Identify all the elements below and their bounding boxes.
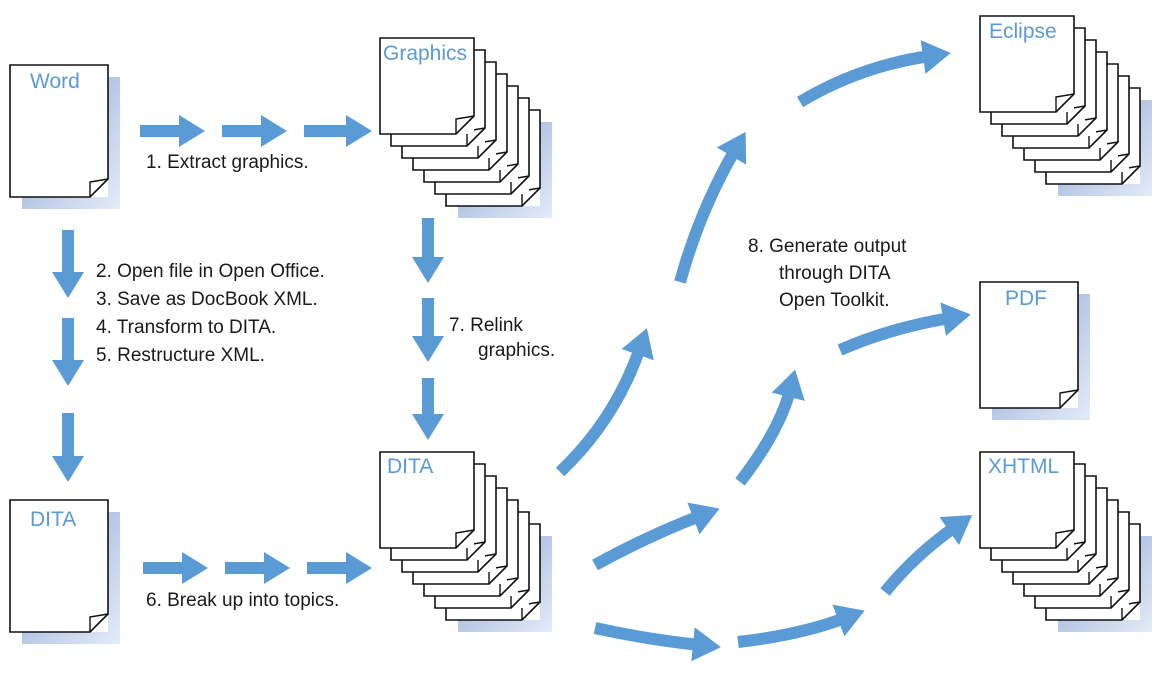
arrow-to-pdf-2-shaft — [735, 388, 796, 486]
arrow-to-xhtml-3-head — [939, 514, 973, 545]
arrow-to-eclipse-1-shaft — [555, 346, 646, 477]
arrow-to-eclipse-3-head — [920, 40, 951, 74]
arrow-to-xhtml-1-head — [691, 627, 721, 662]
arrow-to-eclipse-2-shaft — [674, 146, 741, 284]
xhtml-stack — [979, 451, 1152, 632]
arrow-to-xhtml-2-shaft — [737, 612, 848, 648]
arrow-to-pdf-1-shaft — [592, 510, 703, 571]
step-8-label-line2: through DITA — [779, 263, 891, 284]
arrow-to-eclipse-1-head — [621, 328, 654, 361]
word-document — [9, 64, 120, 209]
xhtml-stack-page-1 — [979, 451, 1075, 549]
arrow-extract-3 — [304, 115, 372, 147]
arrow-to-eclipse-3 — [796, 40, 951, 108]
step-5-label: 5. Restructure XML. — [96, 345, 265, 366]
arrow-to-eclipse-2 — [674, 131, 747, 284]
arrow-to-pdf-1-head — [687, 502, 720, 535]
arrow-to-pdf-2 — [735, 369, 805, 486]
step-8-label-line1: 8. Generate output — [748, 236, 907, 257]
arrow-to-eclipse-2-head — [716, 131, 747, 165]
step-7-label-line1: 7. Relink — [449, 315, 523, 336]
graphics-stack-title: Graphics — [383, 42, 468, 65]
arrow-to-xhtml-1-shaft — [593, 622, 701, 651]
dita-source-document-page — [9, 499, 109, 633]
arrow-convert-3 — [52, 413, 84, 482]
eclipse-stack — [979, 15, 1152, 196]
arrow-to-xhtml-2 — [737, 604, 865, 648]
xhtml-stack-title: XHTML — [988, 455, 1060, 478]
arrow-relink-3 — [412, 378, 444, 440]
pdf-document-page — [979, 281, 1079, 409]
step-4-label: 4. Transform to DITA. — [96, 317, 277, 338]
step-6-label: 6. Break up into topics. — [146, 590, 340, 611]
dita-stack-page-1 — [379, 451, 475, 549]
arrow-to-xhtml-3 — [880, 514, 973, 596]
dita-source-doc-title: DITA — [30, 508, 77, 531]
dita-stack-title: DITA — [387, 455, 434, 478]
pdf-document — [979, 281, 1090, 420]
pdf-doc-title: PDF — [1005, 287, 1047, 310]
word-document-page — [9, 64, 109, 198]
arrow-to-eclipse-3-shaft — [796, 50, 931, 108]
step-7-label-line2: graphics. — [478, 340, 556, 361]
arrow-to-xhtml-3-shaft — [880, 522, 959, 596]
graphics-stack — [379, 37, 552, 218]
word-doc-title: Word — [30, 70, 80, 93]
step-3-label: 3. Save as DocBook XML. — [96, 289, 318, 310]
arrow-to-pdf-2-head — [771, 369, 805, 401]
arrow-to-xhtml-2-head — [832, 604, 865, 637]
arrow-to-pdf-1 — [592, 502, 720, 571]
step-2-label: 2. Open file in Open Office. — [96, 261, 325, 282]
arrow-to-eclipse-1 — [555, 328, 654, 477]
arrow-convert-2 — [52, 318, 84, 386]
arrow-relink-2 — [412, 298, 444, 362]
step-1-label: 1. Extract graphics. — [146, 152, 309, 173]
arrow-relink-1 — [412, 218, 444, 283]
dita-stack — [379, 451, 552, 632]
arrow-extract-2 — [222, 115, 287, 147]
dita-source-document — [9, 499, 120, 644]
arrow-to-xhtml-1 — [593, 622, 721, 662]
eclipse-stack-page-1 — [979, 15, 1075, 113]
arrow-to-pdf-3 — [837, 302, 971, 356]
arrow-convert-1 — [52, 230, 84, 298]
arrow-topics-3 — [307, 552, 372, 584]
arrow-to-pdf-3-head — [940, 302, 971, 336]
step-8-label-line3: Open Toolkit. — [779, 290, 890, 311]
arrow-extract-1 — [140, 115, 205, 147]
arrow-to-pdf-3-shaft — [837, 312, 951, 356]
arrow-topics-2 — [225, 552, 290, 584]
eclipse-stack-title: Eclipse — [989, 20, 1057, 43]
graphics-stack-page-1 — [379, 37, 475, 135]
arrow-topics-1 — [143, 552, 208, 584]
